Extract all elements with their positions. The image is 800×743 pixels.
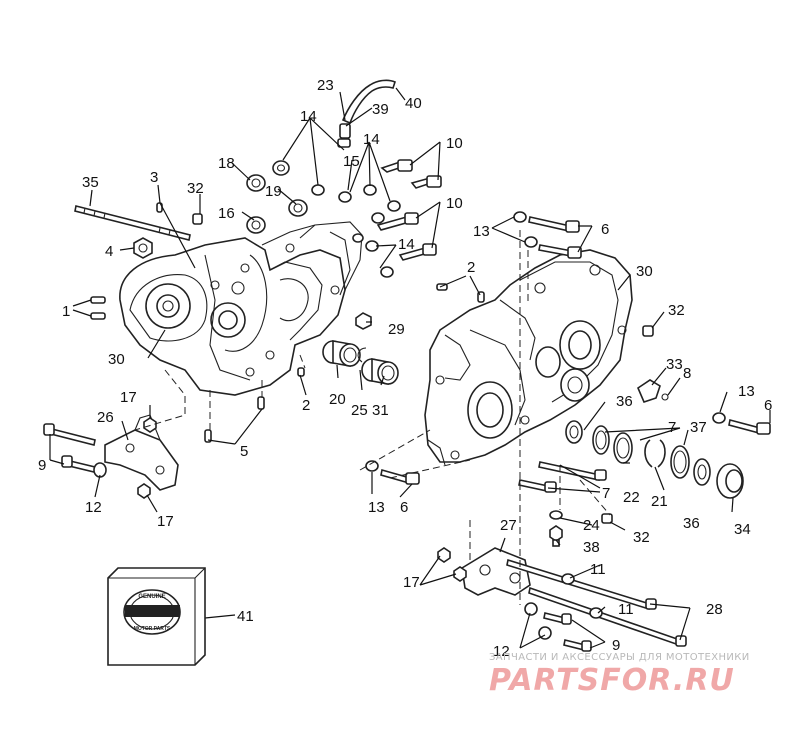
callout-14: 14: [300, 108, 317, 125]
callout-6: 6: [764, 397, 772, 414]
alignment-lines: [134, 230, 611, 605]
small-bracket: [637, 379, 669, 403]
callout-15: 15: [343, 153, 360, 170]
callout-labels: 1 2 2 3 4 5 6 6 6 7 7 8 9 9 10 10 11 11 …: [38, 77, 772, 660]
callout-41: 41: [237, 608, 254, 625]
left-crankcase-half: [119, 221, 363, 396]
right-crankcase-half: [424, 249, 633, 466]
callout-9: 9: [38, 457, 46, 474]
callout-6: 6: [400, 499, 408, 516]
callout-7: 7: [668, 419, 676, 436]
leader-lines: [49, 87, 771, 649]
callout-16: 16: [218, 205, 235, 222]
callout-35: 35: [82, 174, 99, 191]
callout-9: 9: [612, 637, 620, 654]
callout-36: 36: [616, 393, 633, 410]
watermark-tagline: ЗАПЧАСТИ И АКСЕССУАРЫ ДЛЯ МОТОТЕХНИКИ: [489, 652, 750, 663]
callout-39: 39: [372, 101, 389, 118]
dowel-pin: [192, 213, 203, 225]
callout-32: 32: [668, 302, 685, 319]
oil-fitting: [549, 510, 563, 547]
callout-13: 13: [738, 383, 755, 400]
right-side-bolt: [712, 412, 771, 435]
callout-11: 11: [618, 601, 634, 618]
callout-38: 38: [583, 539, 600, 556]
callout-13: 13: [473, 223, 490, 240]
dowel-pin: [204, 429, 212, 443]
dowel-pin: [297, 367, 305, 377]
parts-box: GENUINE MOTOR PARTS: [107, 567, 206, 666]
callout-12: 12: [85, 499, 102, 516]
callout-14: 14: [363, 131, 380, 148]
dowel-pin: [601, 513, 613, 524]
callout-23: 23: [317, 77, 334, 94]
right-dowel-pins: [436, 283, 654, 524]
watermark-logo-text: PARTSFOR.RU: [489, 663, 735, 698]
dowel-pin: [90, 312, 106, 320]
callout-10: 10: [446, 195, 463, 212]
logo-bar: [125, 605, 180, 617]
callout-18: 18: [218, 155, 235, 172]
callout-3: 3: [150, 169, 158, 186]
callout-21: 21: [651, 493, 668, 510]
callout-2: 2: [302, 397, 310, 414]
callout-12: 12: [493, 643, 510, 660]
callout-27: 27: [500, 517, 517, 534]
callout-2: 2: [467, 259, 475, 276]
callout-36: 36: [683, 515, 700, 532]
callout-17: 17: [403, 574, 420, 591]
callout-32: 32: [187, 180, 204, 197]
callout-10: 10: [446, 135, 463, 152]
callout-34: 34: [734, 521, 751, 538]
callout-19: 19: [265, 183, 282, 200]
shaft-seals-and-rings: [565, 420, 744, 499]
callout-8: 8: [683, 365, 691, 382]
callout-29: 29: [388, 321, 405, 338]
dowel-pin: [257, 396, 265, 410]
right-top-bolts: [513, 211, 582, 259]
callout-26: 26: [97, 409, 114, 426]
callout-33: 33: [666, 356, 683, 373]
watermark: ЗАПЧАСТИ И АКСЕССУАРЫ ДЛЯ МОТОТЕХНИКИ PA…: [489, 652, 750, 698]
callout-40: 40: [405, 95, 422, 112]
long-stud: [74, 205, 191, 241]
callout-28: 28: [706, 601, 723, 618]
breather-tube: [337, 79, 396, 148]
callout-22: 22: [623, 489, 640, 506]
callout-14: 14: [398, 236, 415, 253]
callout-11: 11: [590, 561, 606, 578]
callout-20: 20: [329, 391, 346, 408]
callout-1: 1: [62, 303, 70, 320]
callout-6: 6: [601, 221, 609, 238]
callout-32: 32: [633, 529, 650, 546]
callout-17: 17: [157, 513, 174, 530]
callout-25: 25: [351, 402, 368, 419]
logo-bottom-text: MOTOR PARTS: [134, 626, 171, 632]
upper-washers: [338, 184, 401, 278]
left-dowel-pins: [90, 202, 305, 443]
logo-top-text: GENUINE: [138, 594, 165, 600]
hex-nut: [133, 237, 153, 259]
callout-5: 5: [240, 443, 248, 460]
callout-13: 13: [368, 499, 385, 516]
right-long-bolts: [365, 460, 607, 493]
upper-bolts: [376, 159, 442, 261]
left-seals-and-rings: [246, 160, 325, 234]
left-engine-mount: [43, 414, 179, 499]
dowel-pin: [90, 296, 106, 304]
callout-30: 30: [108, 351, 125, 368]
drain-plug: [355, 312, 372, 330]
callout-24: 24: [583, 517, 600, 534]
front-engine-mount: [437, 547, 687, 652]
callout-31: 31: [372, 402, 389, 419]
callout-4: 4: [105, 243, 113, 260]
callout-37: 37: [690, 419, 707, 436]
callout-7: 7: [602, 485, 610, 502]
callout-17: 17: [120, 389, 137, 406]
dowel-pin: [642, 325, 654, 337]
callout-30: 30: [636, 263, 653, 280]
